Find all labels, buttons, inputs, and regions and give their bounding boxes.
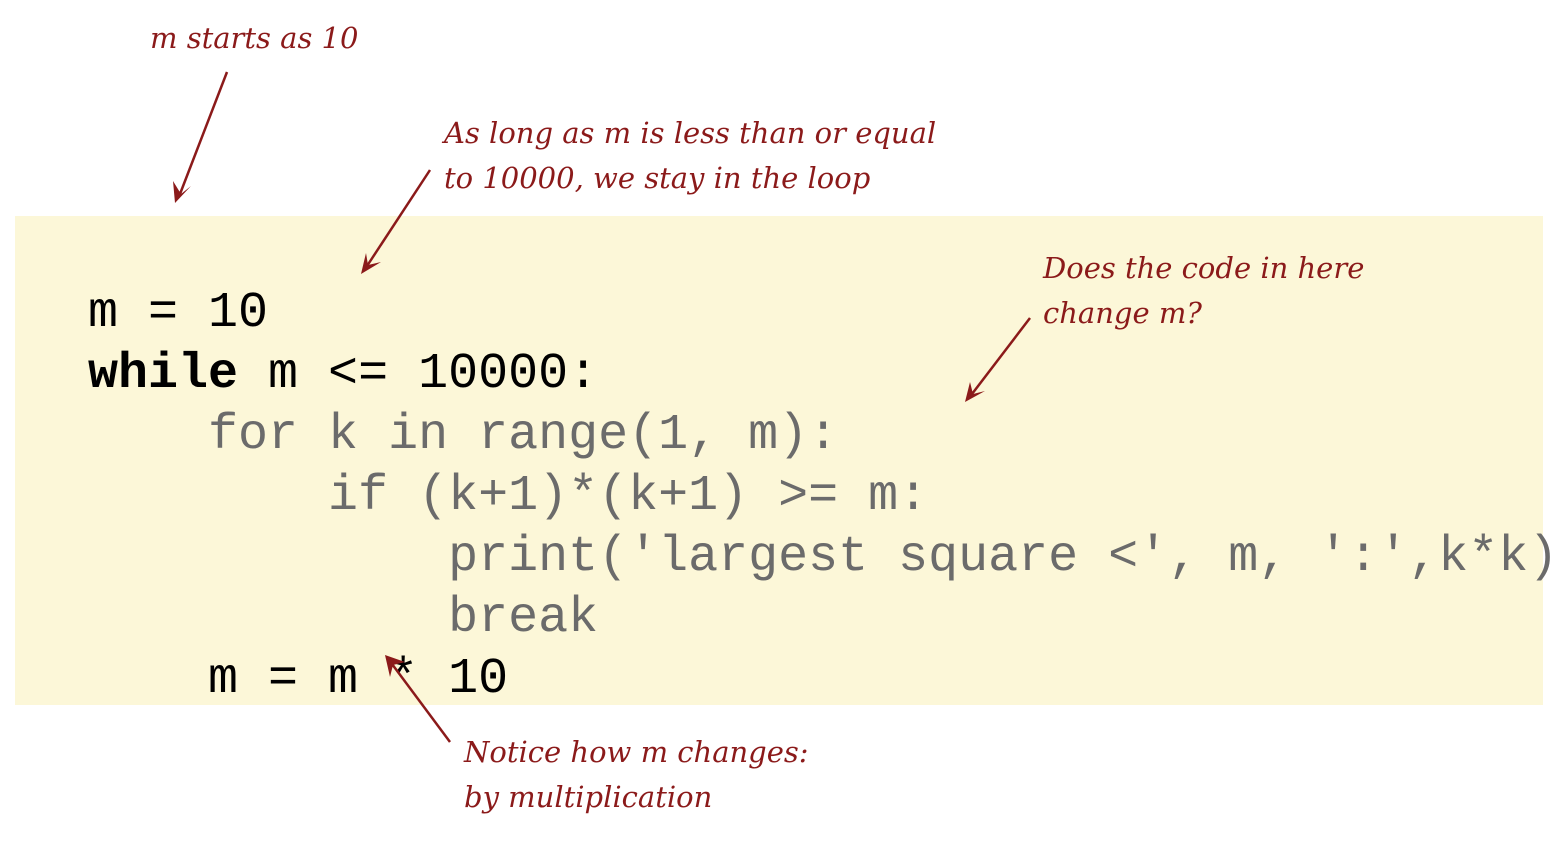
- annotation-start-line1: m starts as 10: [150, 21, 359, 55]
- code-text: print('largest square <', m, ':',k*k): [88, 529, 1559, 586]
- annotation-inner: Does the code in here change m?: [1043, 246, 1364, 336]
- annotation-inner-line2: change m?: [1043, 296, 1202, 330]
- code-panel: [15, 216, 1543, 705]
- annotation-condition-line1: As long as m is less than or equal: [444, 116, 937, 150]
- annotation-update-line1: Notice how m changes:: [464, 735, 809, 769]
- arrow-start: [178, 71, 229, 195]
- while-keyword: while: [88, 346, 239, 403]
- code-line-init: m = 10: [28, 224, 268, 344]
- code-text: m = m * 10: [88, 651, 509, 708]
- annotation-update: Notice how m changes: by multiplication: [464, 730, 809, 820]
- while-condition: m <= 10000:: [238, 346, 599, 403]
- code-text: for k in range(1, m):: [88, 407, 839, 464]
- code-line-print: print('largest square <', m, ':',k*k): [28, 468, 1558, 588]
- annotation-inner-line1: Does the code in here: [1043, 251, 1365, 285]
- annotation-start: m starts as 10: [150, 16, 358, 61]
- annotation-update-line2: by multiplication: [464, 780, 713, 814]
- code-text: if (k+1)*(k+1) >= m:: [88, 468, 929, 525]
- code-text: m = 10: [88, 285, 269, 342]
- code-line-if: if (k+1)*(k+1) >= m:: [28, 407, 928, 527]
- code-line-for: for k in range(1, m):: [28, 346, 838, 466]
- code-line-break: break: [28, 529, 598, 649]
- annotation-condition: As long as m is less than or equal to 10…: [444, 111, 936, 201]
- annotation-condition-line2: to 10000, we stay in the loop: [444, 161, 871, 195]
- code-line-update: m = m * 10: [28, 590, 508, 710]
- code-line-while: while m <= 10000:: [28, 285, 598, 405]
- arrow-start-head: [173, 181, 191, 203]
- code-text: break: [88, 590, 599, 647]
